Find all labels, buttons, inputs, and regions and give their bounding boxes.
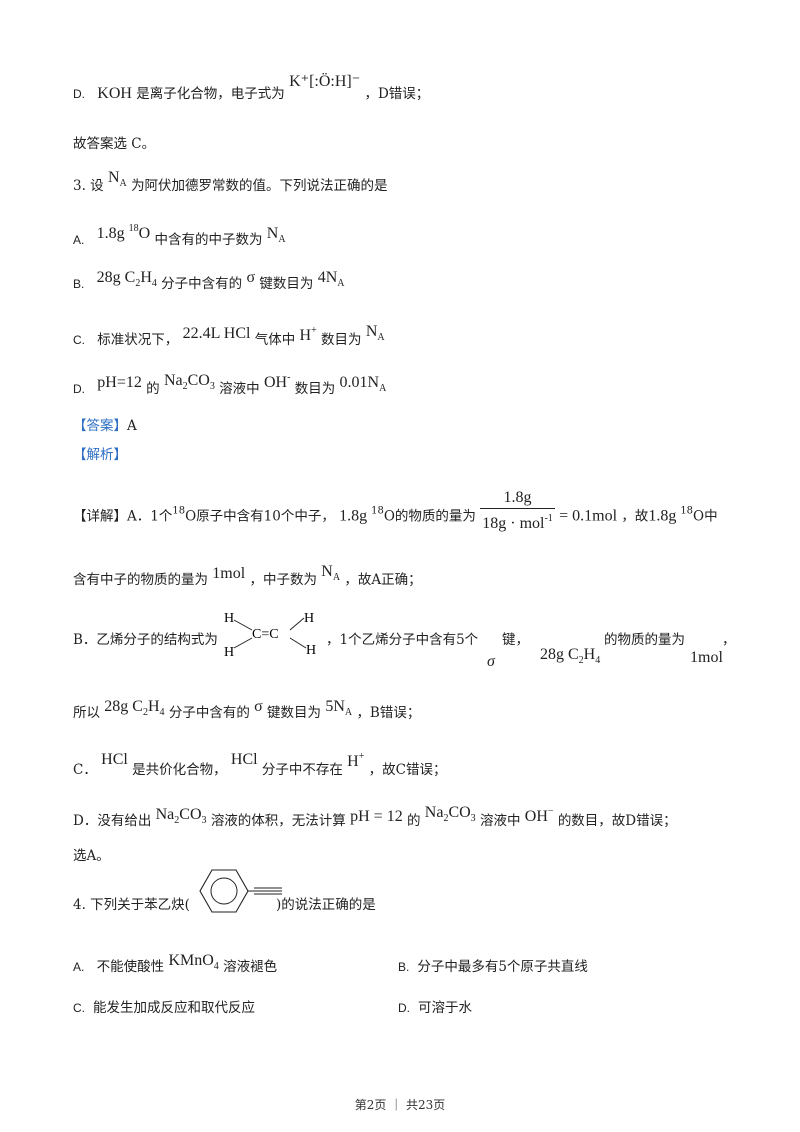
detail-b-formula: 28g C2H4 bbox=[540, 646, 601, 666]
detail-d: D．没有给出 Na2CO3 溶液的体积，无法计算 pH = 12 的 Na2CO… bbox=[73, 804, 677, 829]
struct-h3: H bbox=[304, 611, 314, 626]
phenylacetylene-structure bbox=[199, 869, 282, 913]
prev-answer: 故答案选 C。 bbox=[73, 136, 156, 152]
answer-line: 【答案】A bbox=[73, 418, 137, 434]
q3-stem: 3. 设 NA 为阿伏加德罗常数的值。下列说法正确的是 bbox=[73, 169, 388, 194]
q3-option-d[interactable]: D. pH=12 的 Na2CO3 溶液中 OH- 数目为 0.01NA bbox=[73, 372, 387, 397]
q4-stem: 4. 下列关于苯乙炔()的说法正确的是 bbox=[73, 897, 376, 913]
choose-answer: 选A。 bbox=[73, 848, 110, 864]
detail-c: C． HCl 是共价化合物， HCl 分子中不存在 H+ ，故C错误； bbox=[73, 751, 447, 778]
detail-b2: 所以 28g C2H4 分子中含有的 σ 键数目为 5NA ，B错误； bbox=[73, 698, 421, 721]
analysis-label: 【解析】 bbox=[73, 447, 127, 463]
struct-h1: H bbox=[224, 611, 234, 626]
fraction: 1.8g 18g · mol-1 bbox=[480, 489, 555, 532]
q3-option-b[interactable]: B. 28g C2H4 分子中含有的 σ 键数目为 4NA bbox=[73, 269, 345, 292]
ethylene-structure: H H C=C H H bbox=[224, 611, 316, 658]
detail-b: B．乙烯分子的结构式为 bbox=[73, 632, 218, 648]
struct-h4: H bbox=[306, 643, 316, 658]
detail-a2: 含有中子的物质的量为 1mol ，中子数为 NA ，故A正确； bbox=[73, 563, 422, 588]
q3-option-c[interactable]: C. 标准状况下， 22.4L HCl 气体中 H+ 数目为 NA bbox=[73, 323, 385, 348]
detail-b-rest: ，1个乙烯分子中含有5个 bbox=[326, 632, 479, 648]
q4-option-b[interactable]: B.分子中最多有5个原子共直线 bbox=[398, 959, 588, 975]
sigma: σ bbox=[487, 653, 495, 670]
page-footer: 第2页 ｜ 共23页 bbox=[354, 1098, 446, 1112]
detail-b-amount: 的物质的量为 bbox=[604, 632, 685, 648]
electron-formula: K⁺[:Ö:H]⁻ bbox=[289, 73, 361, 90]
struct-h2: H bbox=[224, 645, 234, 658]
detail-b-mol: 1mol bbox=[690, 649, 723, 666]
q4-option-c[interactable]: C.能发生加成反应和取代反应 bbox=[73, 1000, 255, 1016]
struct-cc: C=C bbox=[252, 627, 279, 642]
prev-option-d: D. KOH 是离子化合物，电子式为 K⁺[:Ö:H]⁻ ，D错误； bbox=[73, 73, 430, 102]
detail-b-comma: ， bbox=[722, 632, 736, 648]
q3-option-a[interactable]: A. 1.8g 18O 中含有的中子数为 NA bbox=[73, 223, 286, 248]
detail-a: 【详解】A．1个18O原子中含有10个中子， 1.8g 18O的物质的量为 1.… bbox=[73, 489, 718, 532]
detail-b-jian: 键， bbox=[502, 632, 529, 648]
q4-option-d[interactable]: D.可溶于水 bbox=[398, 1000, 472, 1016]
q4-option-a[interactable]: A. 不能使酸性 KMnO4 溶液褪色 bbox=[73, 952, 278, 975]
